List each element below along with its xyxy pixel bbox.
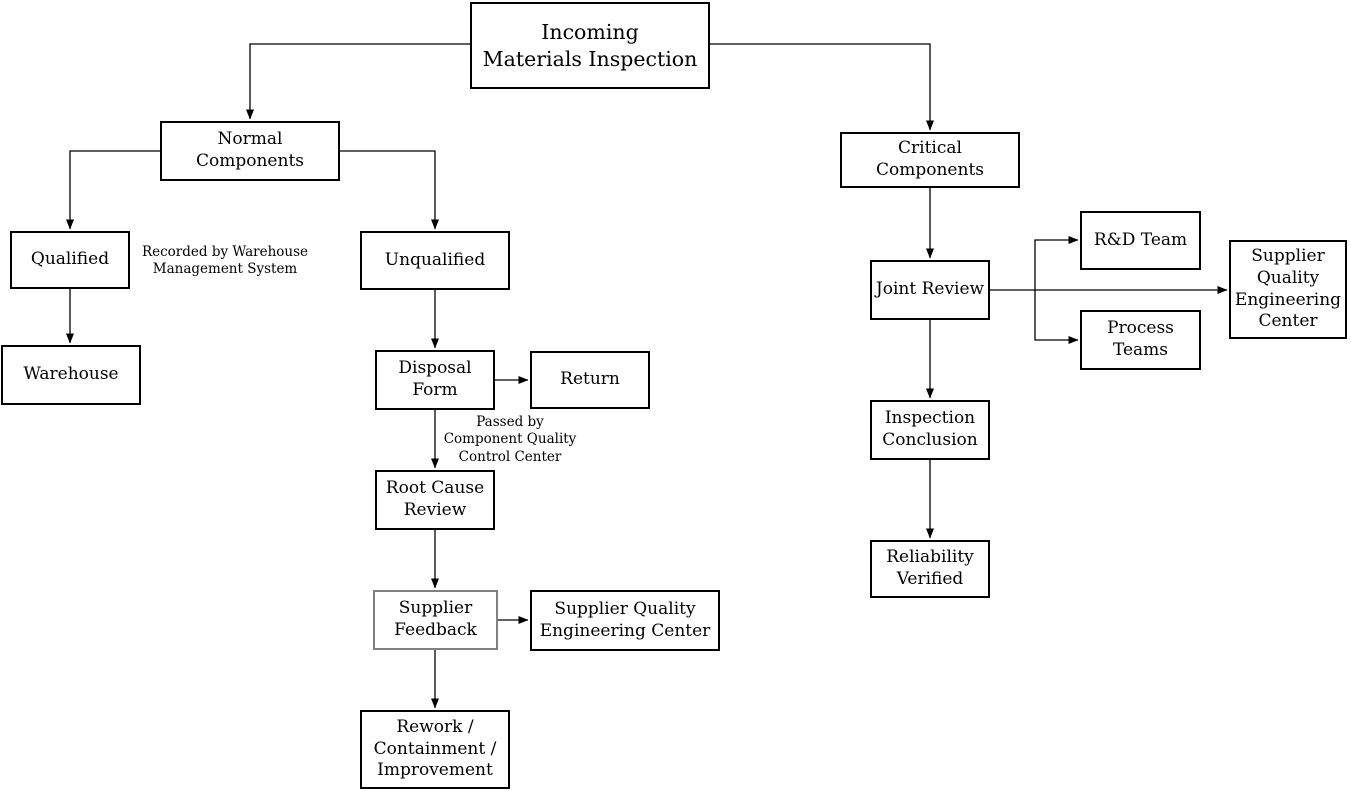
annotation-recorded-by-warehouse: Recorded by Warehouse Management System: [141, 244, 309, 278]
edge-title-to-normal: [246, 43, 470, 120]
node-joint-review: Joint Review: [870, 260, 990, 320]
node-qualified: Qualified: [10, 231, 130, 289]
edge-normal-to-qualified: [66, 150, 160, 230]
node-incoming-materials-inspection: Incoming Materials Inspection: [470, 2, 710, 89]
node-rd-team: R&D Team: [1080, 211, 1201, 270]
edge-title-to-critical: [710, 43, 934, 131]
node-process-teams: Process Teams: [1080, 310, 1201, 370]
node-return: Return: [530, 351, 650, 409]
node-supplier-quality-engineering-center-right: Supplier Quality Engineering Center: [1229, 240, 1347, 339]
node-warehouse: Warehouse: [1, 345, 141, 405]
edge-joint-to-rd: [1034, 236, 1079, 290]
edge-normal-to-unqualified: [340, 150, 439, 230]
node-reliability-verified: Reliability Verified: [870, 540, 990, 598]
node-supplier-quality-engineering-center-left: Supplier Quality Engineering Center: [530, 590, 720, 651]
node-rework-containment-improvement: Rework / Containment / Improvement: [360, 710, 510, 789]
node-unqualified: Unqualified: [360, 231, 510, 290]
annotation-passed-by-cqcc: Passed by Component Quality Control Cent…: [443, 414, 577, 465]
node-normal-components: Normal Components: [160, 121, 340, 181]
node-root-cause-review: Root Cause Review: [375, 470, 495, 530]
edge-joint-to-process: [1034, 290, 1079, 344]
node-inspection-conclusion: Inspection Conclusion: [870, 400, 990, 460]
node-critical-components: Critical Components: [840, 132, 1020, 188]
node-disposal-form: Disposal Form: [375, 350, 495, 410]
node-supplier-feedback: Supplier Feedback: [373, 590, 498, 650]
